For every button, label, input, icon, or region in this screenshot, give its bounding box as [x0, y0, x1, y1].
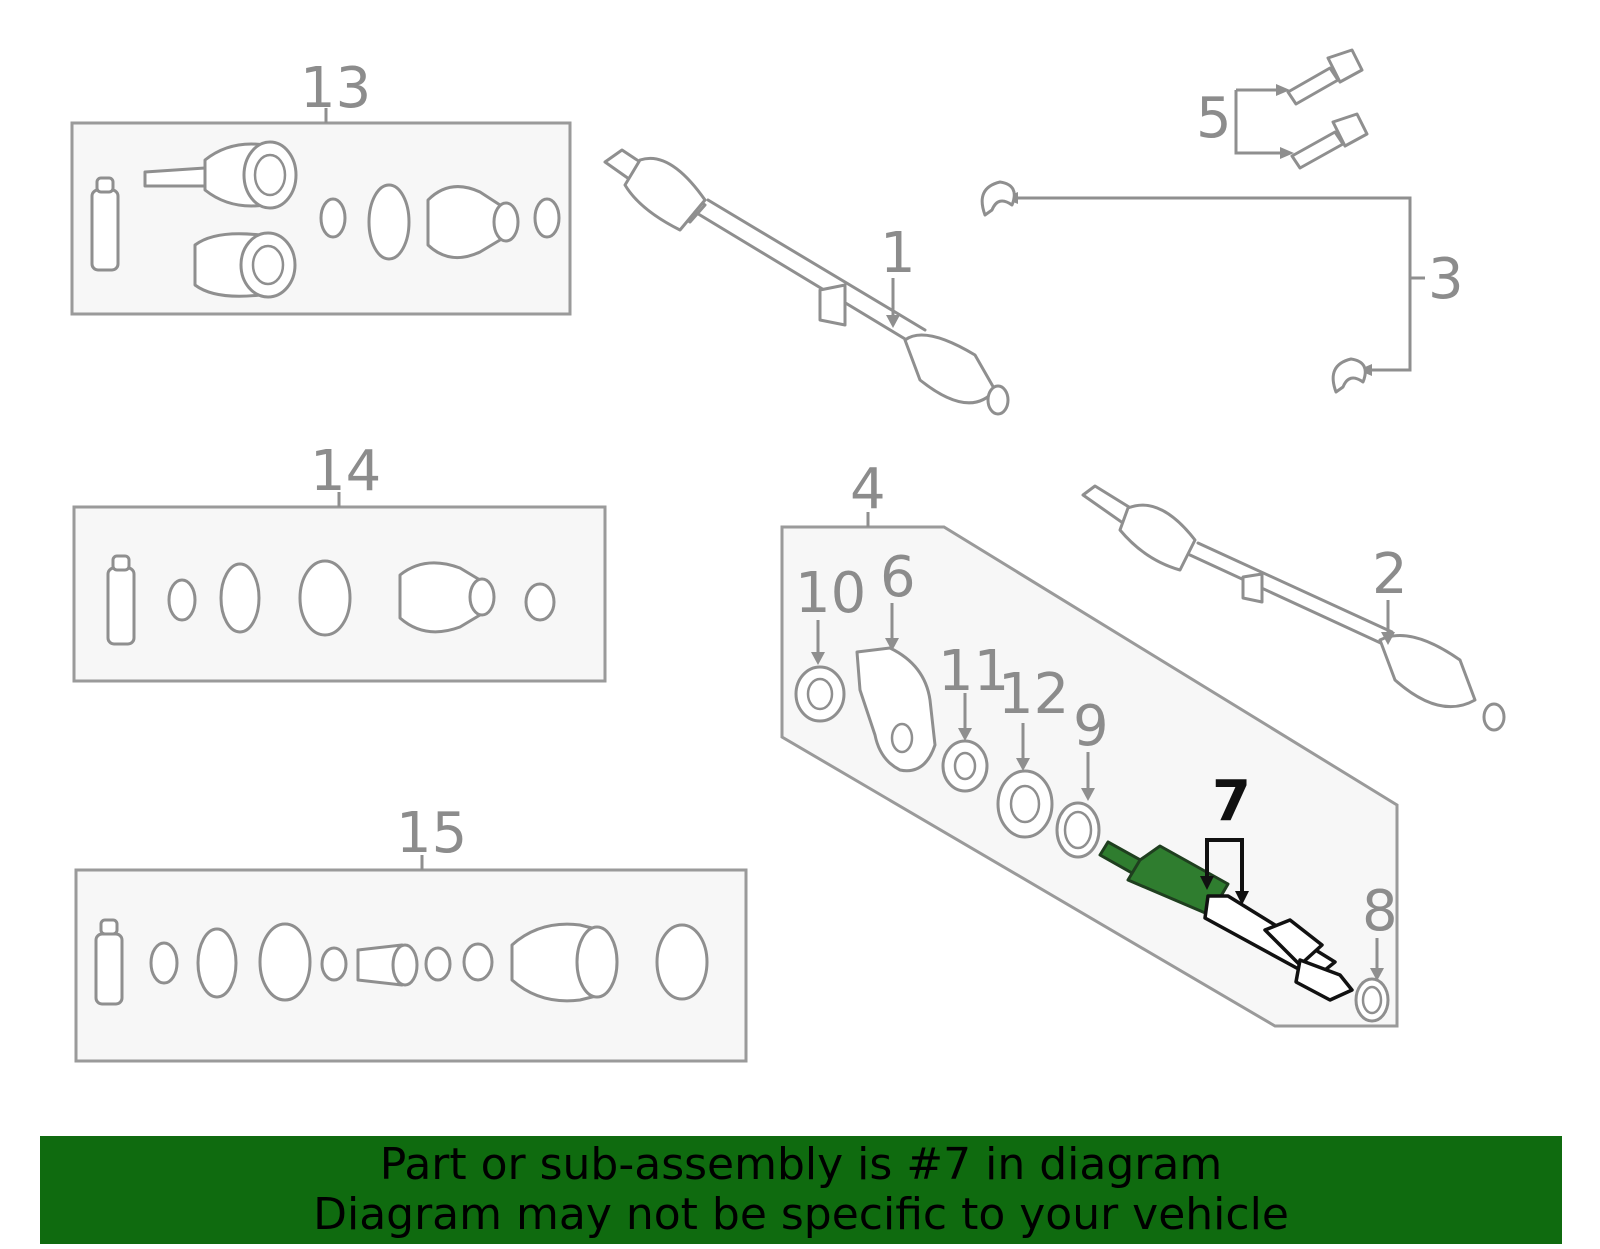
- callout-9: 9: [1073, 694, 1109, 759]
- callout-6: 6: [880, 545, 916, 610]
- drive-shaft-2[interactable]: 2: [1081, 484, 1506, 732]
- callout-15: 15: [396, 801, 467, 866]
- callout-8: 8: [1362, 879, 1398, 944]
- callout-11: 11: [938, 639, 1009, 704]
- callout-4: 4: [850, 457, 886, 522]
- callout-3: 3: [1428, 247, 1464, 312]
- banner-line-1: Part or sub-assembly is #7 in diagram: [379, 1139, 1223, 1190]
- banner-line-2: Diagram may not be specific to your vehi…: [313, 1189, 1289, 1240]
- assembly-panel-4[interactable]: 4 10 6 11 12 9: [780, 457, 1399, 1028]
- callout-1: 1: [880, 221, 916, 286]
- bolt-5-group[interactable]: 5: [1196, 48, 1369, 170]
- kit-panel-13[interactable]: 13: [70, 56, 572, 316]
- kit-panel-15[interactable]: 15: [74, 801, 748, 1063]
- callout-5: 5: [1196, 86, 1232, 151]
- part-7-highlighted[interactable]: 7: [1098, 769, 1354, 1002]
- kit-panel-14[interactable]: 14: [72, 439, 607, 683]
- info-banner: Part or sub-assembly is #7 in diagram Di…: [40, 1136, 1562, 1244]
- callout-13: 13: [300, 56, 371, 121]
- callout-7: 7: [1212, 769, 1251, 834]
- clip-3-group[interactable]: 3: [980, 180, 1464, 394]
- callout-10: 10: [795, 561, 866, 626]
- callout-12: 12: [998, 662, 1069, 727]
- drive-shaft-1[interactable]: 1: [603, 148, 1010, 416]
- callout-2: 2: [1372, 542, 1408, 607]
- callout-14: 14: [310, 439, 381, 504]
